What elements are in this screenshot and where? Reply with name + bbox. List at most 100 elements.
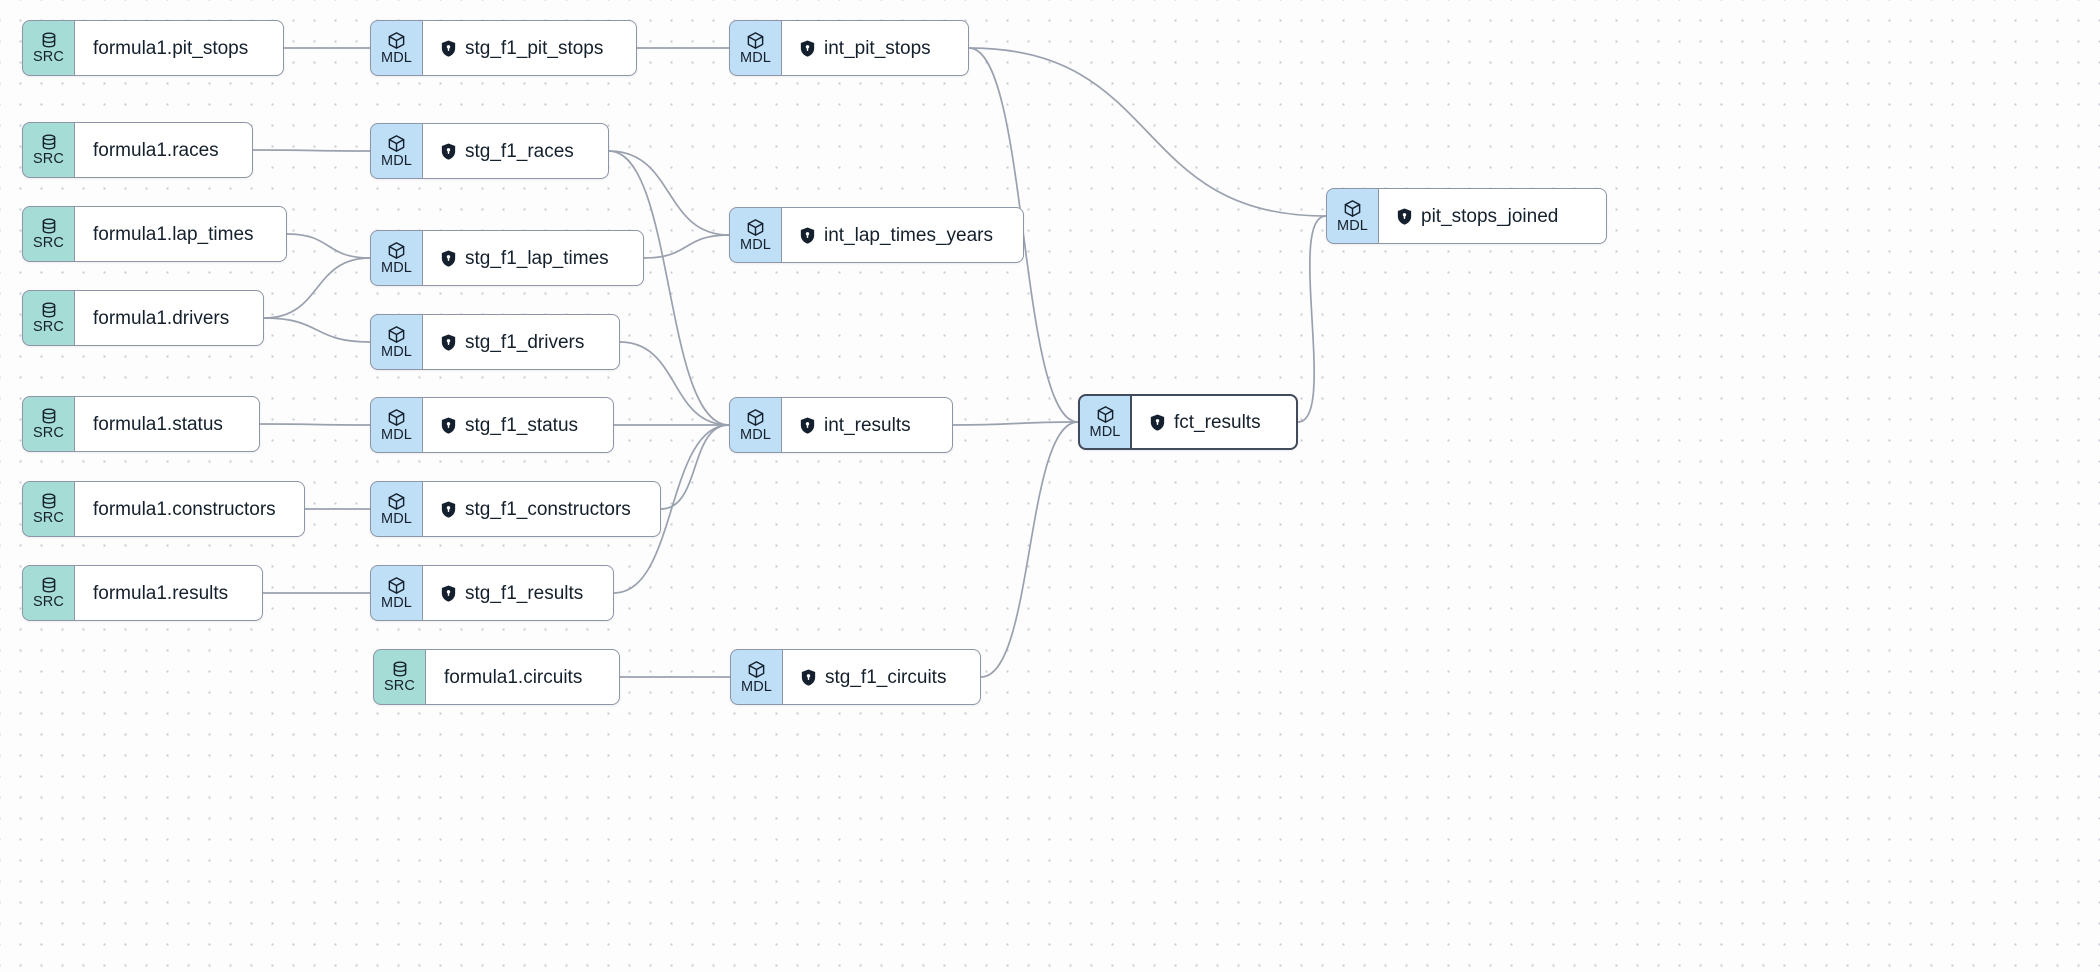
- node-type-label: MDL: [381, 49, 412, 66]
- node-type-label: MDL: [381, 259, 412, 276]
- cube-icon: [746, 218, 765, 237]
- cube-icon: [387, 134, 406, 153]
- lineage-edge-src_lap_times-to-stg_lap_times: [286, 233, 371, 259]
- node-body[interactable]: formula1.constructors: [74, 481, 305, 537]
- node-body[interactable]: stg_f1_drivers: [422, 314, 620, 370]
- node-type-badge-mdl: MDL: [370, 565, 422, 621]
- shield-lock-icon: [800, 226, 815, 244]
- database-cylinder-icon: [40, 133, 58, 151]
- node-body[interactable]: formula1.circuits: [425, 649, 620, 705]
- lineage-node-stg_status[interactable]: MDL stg_f1_status: [370, 397, 614, 453]
- node-label: formula1.drivers: [93, 307, 230, 329]
- node-type-label: MDL: [381, 510, 412, 527]
- node-type-badge-src: SRC: [22, 122, 74, 178]
- lineage-node-stg_drivers[interactable]: MDL stg_f1_drivers: [370, 314, 620, 370]
- lineage-node-stg_constructors[interactable]: MDL stg_f1_constructors: [370, 481, 661, 537]
- node-type-label: MDL: [381, 594, 412, 611]
- node-body[interactable]: formula1.status: [74, 396, 260, 452]
- cube-icon: [1343, 199, 1362, 218]
- node-label: fct_results: [1174, 411, 1261, 433]
- lineage-node-fct_results[interactable]: MDL fct_results: [1078, 394, 1298, 450]
- node-body[interactable]: int_results: [781, 397, 953, 453]
- node-type-badge-mdl: MDL: [729, 397, 781, 453]
- node-body[interactable]: stg_f1_results: [422, 565, 614, 621]
- node-type-badge-src: SRC: [22, 206, 74, 262]
- lineage-edge-stg_constructors-to-int_results: [660, 424, 730, 510]
- node-label: stg_f1_pit_stops: [465, 37, 604, 59]
- node-type-badge-src: SRC: [22, 396, 74, 452]
- database-cylinder-icon: [40, 492, 58, 510]
- lineage-node-stg_results[interactable]: MDL stg_f1_results: [370, 565, 614, 621]
- database-cylinder-icon: [40, 217, 58, 235]
- node-label: stg_f1_circuits: [825, 666, 947, 688]
- node-label: formula1.constructors: [93, 498, 276, 520]
- node-body[interactable]: int_lap_times_years: [781, 207, 1024, 263]
- node-body[interactable]: formula1.results: [74, 565, 263, 621]
- node-type-badge-src: SRC: [373, 649, 425, 705]
- node-label: stg_f1_constructors: [465, 498, 631, 520]
- node-type-badge-mdl: MDL: [370, 20, 422, 76]
- node-type-label: MDL: [740, 236, 771, 253]
- node-type-label: MDL: [1089, 423, 1121, 440]
- shield-lock-icon: [441, 584, 456, 602]
- shield-lock-icon: [441, 416, 456, 434]
- node-body[interactable]: formula1.lap_times: [74, 206, 287, 262]
- shield-lock-icon: [441, 333, 456, 351]
- lineage-edge-src_races-to-stg_races: [252, 149, 371, 152]
- lineage-node-int_lap_times_years[interactable]: MDL int_lap_times_years: [729, 207, 1024, 263]
- database-cylinder-icon: [40, 301, 58, 319]
- cube-icon: [747, 660, 766, 679]
- node-type-badge-mdl: MDL: [1326, 188, 1378, 244]
- node-body[interactable]: stg_f1_pit_stops: [422, 20, 637, 76]
- node-body[interactable]: formula1.pit_stops: [74, 20, 284, 76]
- node-body[interactable]: formula1.drivers: [74, 290, 264, 346]
- lineage-node-src_drivers[interactable]: SRC formula1.drivers: [22, 290, 264, 346]
- shield-lock-icon: [441, 142, 456, 160]
- node-type-badge-src: SRC: [22, 290, 74, 346]
- lineage-node-src_status[interactable]: SRC formula1.status: [22, 396, 260, 452]
- node-body[interactable]: stg_f1_races: [422, 123, 609, 179]
- lineage-edge-int_pit_stops-to-pit_stops_joined: [968, 47, 1327, 217]
- lineage-node-stg_pit_stops[interactable]: MDL stg_f1_pit_stops: [370, 20, 637, 76]
- lineage-node-stg_lap_times[interactable]: MDL stg_f1_lap_times: [370, 230, 644, 286]
- node-label: formula1.status: [93, 413, 223, 435]
- node-type-badge-mdl: MDL: [370, 397, 422, 453]
- node-body[interactable]: stg_f1_status: [422, 397, 614, 453]
- lineage-edge-stg_races-to-int_lap_times_years: [608, 150, 730, 236]
- node-body[interactable]: stg_f1_lap_times: [422, 230, 644, 286]
- node-type-label: MDL: [381, 343, 412, 360]
- node-type-badge-mdl: MDL: [729, 20, 781, 76]
- cube-icon: [387, 325, 406, 344]
- node-body[interactable]: fct_results: [1130, 394, 1298, 450]
- shield-lock-icon: [441, 39, 456, 57]
- node-body[interactable]: stg_f1_circuits: [782, 649, 981, 705]
- cube-icon: [387, 576, 406, 595]
- shield-lock-icon: [1397, 207, 1412, 225]
- node-body[interactable]: formula1.races: [74, 122, 253, 178]
- node-type-label: SRC: [33, 319, 64, 336]
- node-type-badge-mdl: MDL: [729, 207, 781, 263]
- node-label: stg_f1_status: [465, 414, 579, 436]
- node-body[interactable]: pit_stops_joined: [1378, 188, 1607, 244]
- node-type-badge-mdl: MDL: [370, 314, 422, 370]
- lineage-edge-src_drivers-to-stg_drivers: [263, 317, 371, 343]
- node-body[interactable]: stg_f1_constructors: [422, 481, 661, 537]
- database-cylinder-icon: [40, 576, 58, 594]
- database-cylinder-icon: [40, 407, 58, 425]
- cube-icon: [387, 492, 406, 511]
- node-body[interactable]: int_pit_stops: [781, 20, 969, 76]
- shield-lock-icon: [800, 416, 815, 434]
